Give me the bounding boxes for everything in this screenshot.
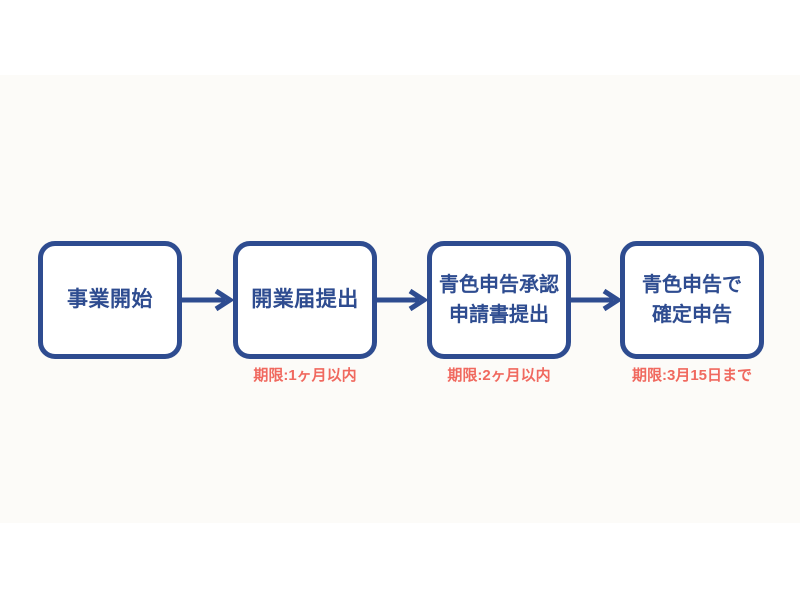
deadline-label-blue-return-filing: 期限:3月15日まで (631, 367, 753, 384)
flow-step-business-start: 事業開始 (38, 241, 182, 359)
arrow-right-icon (375, 288, 427, 312)
flow-step-blue-return-application: 青色申告承認 申請書提出 (427, 241, 571, 359)
step-label: 事業開始 (67, 288, 153, 311)
step-label: 開業届提出 (251, 288, 359, 311)
arrow-right-icon (569, 288, 621, 312)
flow-step-blue-return-filing: 青色申告で 確定申告 (620, 241, 764, 359)
flow-step-opening-notification: 開業届提出 (233, 241, 377, 359)
deadline-label-opening-notification: 期限:1ヶ月以内 (253, 367, 357, 384)
step-label-line2: 申請書提出 (449, 304, 549, 326)
deadline-label-blue-return-application: 期限:2ヶ月以内 (447, 367, 551, 384)
step-label-line2: 確定申告 (652, 304, 732, 326)
arrow-right-icon (181, 288, 233, 312)
step-label-line1: 青色申告承認 (439, 274, 559, 296)
step-label-line1: 青色申告で (642, 274, 742, 296)
